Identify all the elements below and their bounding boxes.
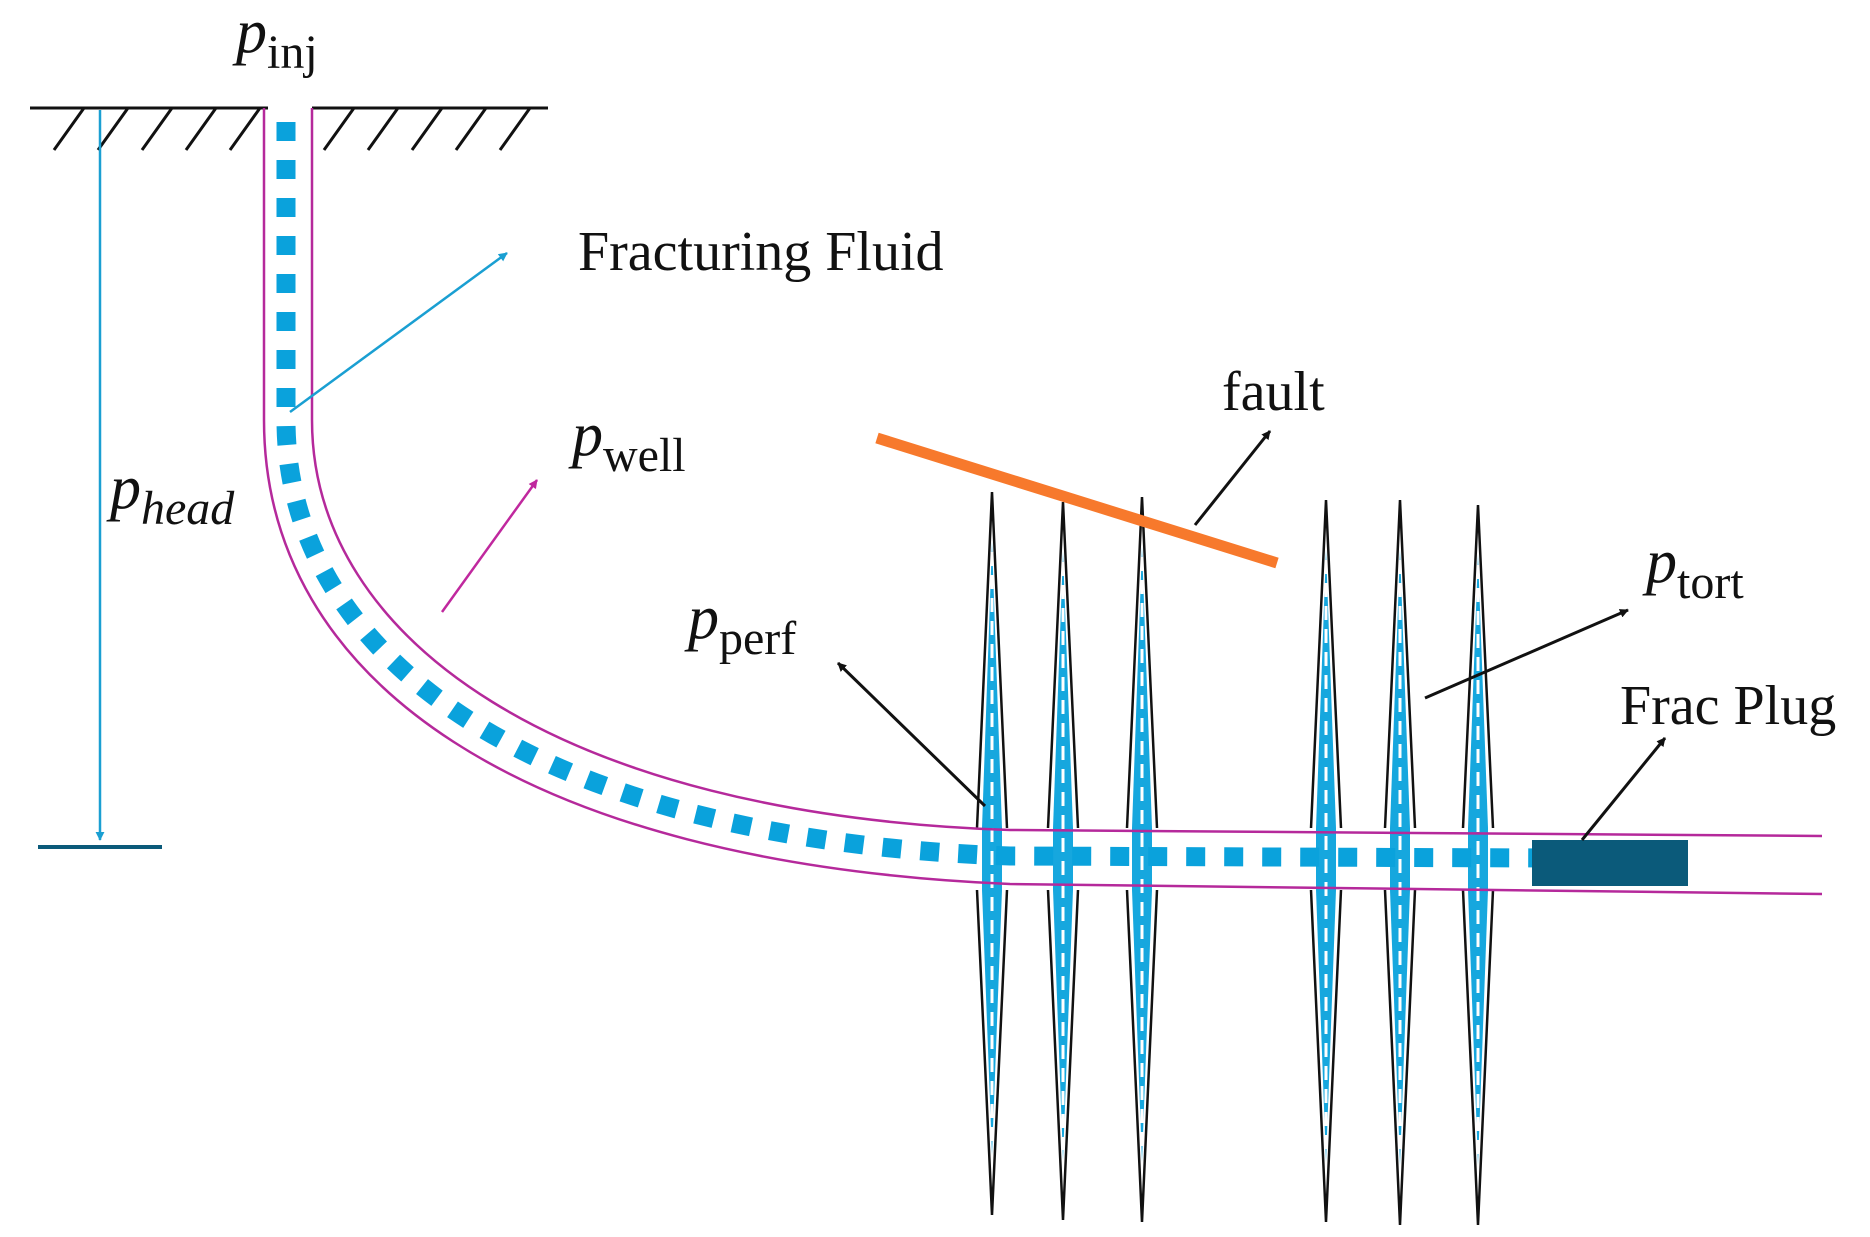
fracture-2	[1046, 501, 1080, 1221]
fracture-6	[1461, 504, 1495, 1226]
fracture-fluid	[1390, 550, 1410, 1165]
fracture-fluid	[1053, 552, 1073, 1160]
fracture-3	[1125, 496, 1159, 1223]
fracturing-fluid-arrow	[289, 251, 508, 414]
p-perf-arrow	[836, 661, 987, 808]
fractures	[975, 491, 1495, 1226]
fracture-fluid	[982, 542, 1002, 1155]
fracture-outline	[1461, 504, 1495, 1226]
label-p-tort: ptort	[1642, 528, 1744, 609]
fracture-outline	[975, 491, 1009, 1216]
fracture-fluid	[1132, 547, 1152, 1162]
fracture-4	[1309, 499, 1343, 1223]
label-fracturing-fluid: Fracturing Fluid	[578, 221, 944, 283]
label-p-well: pwell	[568, 401, 686, 482]
fault-line	[875, 432, 1279, 569]
label-p-head: phead	[106, 454, 235, 535]
label-frac-plug: Frac Plug	[1620, 675, 1836, 737]
fracturing-fluid-path	[276, 122, 1546, 868]
frac-plug-arrow	[1580, 737, 1667, 841]
fracture-fluid	[1316, 550, 1336, 1162]
p-tort-arrow	[1424, 608, 1629, 700]
label-fault: fault	[1222, 361, 1325, 423]
frac-plug	[1532, 840, 1688, 886]
fracture-5	[1383, 499, 1417, 1226]
wellbore-outer-wall	[262, 108, 1823, 896]
depth-indicator	[38, 110, 162, 849]
ground-surface	[30, 106, 548, 151]
label-p-inj: pinj	[232, 0, 318, 79]
fracture-fluid	[1468, 555, 1488, 1165]
fault-arrow	[1193, 430, 1272, 526]
p-well-arrow	[440, 479, 539, 613]
pointer-arrows	[289, 251, 1667, 841]
label-p-perf: pperf	[684, 584, 796, 665]
fracture-outline	[1383, 499, 1417, 1226]
wellbore	[262, 108, 1823, 896]
fracture-outline	[1309, 499, 1343, 1223]
fracture-outline	[1125, 496, 1159, 1223]
fracture-1	[975, 491, 1009, 1216]
wellbore-inner-wall	[310, 108, 1823, 838]
fracture-outline	[1046, 501, 1080, 1221]
